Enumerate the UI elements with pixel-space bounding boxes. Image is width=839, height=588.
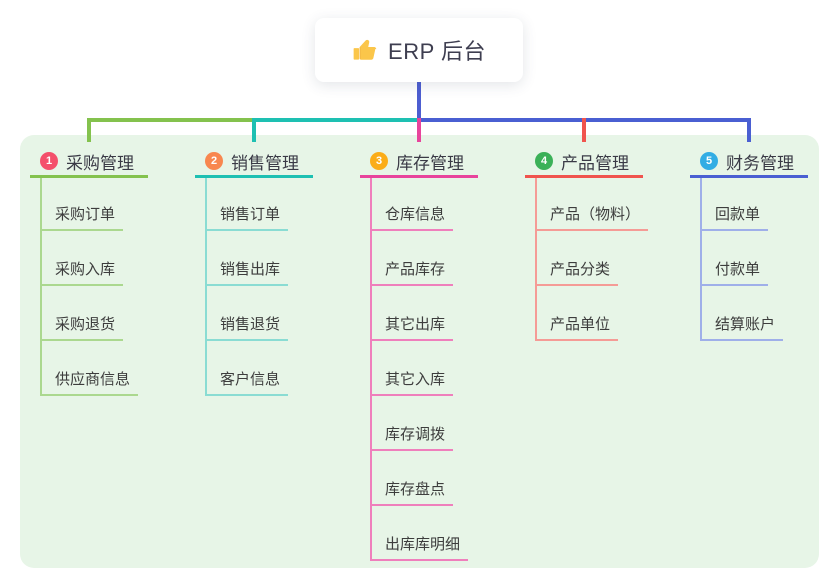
child-node[interactable]: 销售出库 [220, 261, 281, 278]
branch-child-spine [370, 178, 372, 561]
child-node-underline [370, 449, 453, 451]
connector-branch-drop [87, 118, 91, 142]
child-node-underline [535, 284, 618, 286]
branch-topic-underline [360, 175, 478, 178]
branch-topic-label: 产品管理 [561, 153, 629, 173]
child-node-underline [370, 559, 468, 561]
child-node-underline [205, 284, 288, 286]
child-node[interactable]: 库存调拨 [385, 426, 446, 443]
child-node-underline [40, 394, 138, 396]
root-node-label: ERP 后台 [388, 39, 486, 64]
child-node-underline [700, 229, 768, 231]
child-node[interactable]: 采购订单 [55, 206, 116, 223]
child-node-underline [205, 394, 288, 396]
branch-topic-underline [195, 175, 313, 178]
branch-child-spine [535, 178, 537, 341]
branches-panel [20, 135, 819, 568]
child-node-underline [700, 339, 783, 341]
branch-topic-label: 财务管理 [726, 153, 794, 173]
branch-topic-underline [690, 175, 808, 178]
thumbs-up-icon [352, 37, 378, 63]
branch-topic-label: 销售管理 [231, 153, 299, 173]
connector-branch-drop [252, 118, 256, 142]
connector-root-line [417, 82, 421, 122]
child-node-underline [205, 339, 288, 341]
child-node[interactable]: 产品库存 [385, 261, 446, 278]
child-node-underline [370, 284, 453, 286]
branch-topic-underline [525, 175, 643, 178]
child-node[interactable]: 仓库信息 [385, 206, 446, 223]
branch-topic[interactable]: 1 采购管理 [40, 151, 134, 173]
child-node[interactable]: 产品分类 [550, 261, 611, 278]
child-node[interactable]: 销售退货 [220, 316, 281, 333]
child-node-underline [40, 284, 123, 286]
child-node-underline [205, 229, 288, 231]
connector-branch-drop [417, 118, 421, 142]
branch-topic[interactable]: 3 库存管理 [370, 151, 464, 173]
child-node[interactable]: 付款单 [715, 261, 761, 278]
branch-number-badge: 5 [700, 152, 718, 170]
child-node-underline [370, 229, 453, 231]
child-node-underline [370, 339, 453, 341]
child-node-underline [40, 229, 123, 231]
child-node[interactable]: 销售订单 [220, 206, 281, 223]
branch-number-badge: 4 [535, 152, 553, 170]
root-node[interactable]: ERP 后台 [315, 18, 523, 82]
child-node-underline [535, 339, 618, 341]
child-node-underline [40, 339, 123, 341]
branch-topic-label: 库存管理 [396, 153, 464, 173]
connector-bus-segment [417, 118, 586, 122]
child-node[interactable]: 结算账户 [715, 316, 776, 333]
child-node[interactable]: 产品单位 [550, 316, 611, 333]
child-node[interactable]: 客户信息 [220, 371, 281, 388]
child-node[interactable]: 库存盘点 [385, 481, 446, 498]
child-node[interactable]: 回款单 [715, 206, 761, 223]
branch-child-spine [40, 178, 42, 396]
child-node-underline [700, 284, 768, 286]
connector-bus-segment [252, 118, 421, 122]
branch-topic-label: 采购管理 [66, 153, 134, 173]
branch-number-badge: 3 [370, 152, 388, 170]
branch-number-badge: 2 [205, 152, 223, 170]
connector-branch-drop [582, 118, 586, 142]
branch-topic[interactable]: 2 销售管理 [205, 151, 299, 173]
child-node[interactable]: 采购入库 [55, 261, 116, 278]
connector-bus-segment [582, 118, 751, 122]
child-node-underline [535, 229, 648, 231]
connector-branch-drop [747, 118, 751, 142]
branch-number-badge: 1 [40, 152, 58, 170]
branch-topic[interactable]: 4 产品管理 [535, 151, 629, 173]
child-node[interactable]: 出库库明细 [385, 536, 461, 553]
branch-topic[interactable]: 5 财务管理 [700, 151, 794, 173]
child-node[interactable]: 其它入库 [385, 371, 446, 388]
child-node[interactable]: 其它出库 [385, 316, 446, 333]
child-node-underline [370, 394, 453, 396]
child-node[interactable]: 产品（物料） [550, 206, 641, 223]
child-node-underline [370, 504, 453, 506]
connector-bus-segment [87, 118, 256, 122]
branch-child-spine [205, 178, 207, 396]
child-node[interactable]: 供应商信息 [55, 371, 131, 388]
child-node[interactable]: 采购退货 [55, 316, 116, 333]
branch-child-spine [700, 178, 702, 341]
branch-topic-underline [30, 175, 148, 178]
